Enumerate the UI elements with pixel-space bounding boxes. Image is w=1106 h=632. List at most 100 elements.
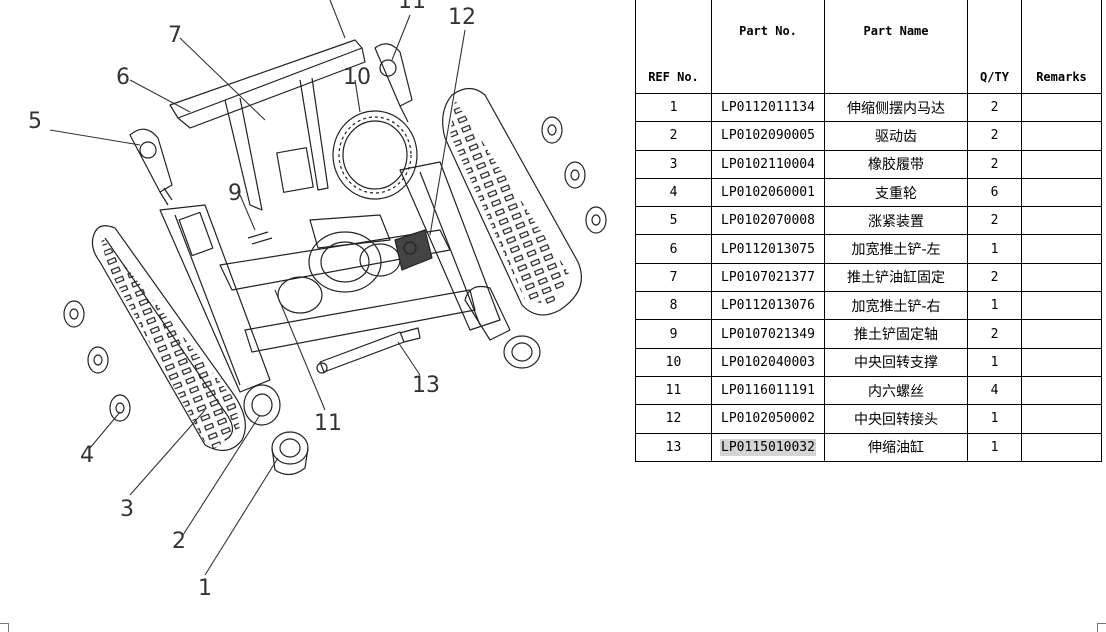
cell-part-no: LP0102110004 (711, 149, 825, 179)
left-track (91, 225, 246, 452)
header-qty: Q/TY (967, 0, 1022, 94)
cell-qty: 1 (967, 404, 1022, 434)
cell-part-name: 内六螺丝 (824, 375, 968, 406)
cell-part-name: 橡胶履带 (824, 149, 968, 179)
cell-remarks (1021, 291, 1102, 321)
cell-part-name: 伸缩侧摆内马达 (824, 92, 968, 123)
callout-13: 13 (412, 373, 440, 398)
cell-ref-no: 6 (635, 234, 712, 264)
callout-labels: 1 2 3 4 5 6 7 9 10 11 11 12 13 (28, 0, 476, 601)
cell-remarks (1021, 347, 1102, 377)
cell-part-name: 驱动齿 (824, 121, 968, 151)
cell-ref-no: 1 (635, 92, 712, 123)
cell-part-name: 推土铲油缸固定 (824, 262, 968, 293)
cell-ref-no: 13 (635, 432, 712, 462)
cross-beams (219, 229, 476, 353)
cell-part-name: 涨紧装置 (824, 206, 968, 236)
road-rollers-left (63, 300, 131, 422)
cell-qty: 6 (967, 177, 1022, 208)
cell-ref-no: 11 (635, 375, 712, 406)
table-header-row: REF No. Part No. Part Name Q/TY Remarks (635, 0, 1102, 94)
header-part-name: Part Name (824, 0, 968, 94)
cell-part-name: 加宽推土铲-右 (824, 291, 968, 321)
cell-ref-no: 3 (635, 149, 712, 179)
cell-part-no: LP0102050002 (711, 404, 825, 434)
header-remarks: Remarks (1021, 0, 1102, 94)
tensioner-left (129, 128, 173, 206)
right-track (442, 87, 582, 316)
cell-qty: 2 (967, 121, 1022, 151)
cell-part-name: 加宽推土铲-左 (824, 234, 968, 264)
left-frame (159, 204, 271, 393)
cell-part-no: LP0102060001 (711, 177, 825, 208)
callout-6: 6 (116, 65, 130, 90)
cell-part-name: 伸缩油缸 (824, 432, 968, 462)
cell-ref-no: 8 (635, 291, 712, 321)
dozer-blade (169, 39, 366, 211)
cell-qty: 4 (967, 375, 1022, 406)
cell-remarks (1021, 432, 1102, 462)
cell-part-no: LP0102090005 (711, 121, 825, 151)
cell-part-no: LP0102070008 (711, 206, 825, 236)
cell-qty: 2 (967, 319, 1022, 349)
cell-qty: 1 (967, 432, 1022, 462)
callout-7: 7 (168, 23, 182, 48)
cell-ref-no: 9 (635, 319, 712, 349)
header-part-no: Part No. (711, 0, 825, 94)
cell-part-no: LP0112013076 (711, 291, 825, 321)
cell-part-no: LP0115010032 (711, 432, 825, 462)
cell-ref-no: 7 (635, 262, 712, 293)
cell-qty: 2 (967, 92, 1022, 123)
cell-remarks (1021, 177, 1102, 208)
road-rollers-right (541, 116, 607, 234)
cell-part-name: 中央回转支撑 (824, 347, 968, 377)
cell-ref-no: 10 (635, 347, 712, 377)
cell-remarks (1021, 92, 1102, 123)
callout-12: 12 (448, 5, 476, 30)
cell-ref-no: 12 (635, 404, 712, 434)
cell-remarks (1021, 404, 1102, 434)
cell-remarks (1021, 375, 1102, 406)
cell-qty: 2 (967, 149, 1022, 179)
cell-ref-no: 4 (635, 177, 712, 208)
cell-part-no: LP0107021377 (711, 262, 825, 293)
swivel-housing (308, 214, 391, 293)
callout-1: 1 (198, 576, 212, 601)
cell-part-name: 支重轮 (824, 177, 968, 208)
cell-remarks (1021, 262, 1102, 293)
cell-ref-no: 5 (635, 206, 712, 236)
callout-9: 9 (228, 181, 242, 206)
cell-part-no: LP0112013075 (711, 234, 825, 264)
callout-11-lower: 11 (314, 411, 342, 436)
selected-text-highlight[interactable]: LP0115010032 (720, 438, 816, 456)
right-frame (399, 161, 501, 331)
page-corner-mark (1097, 623, 1106, 632)
cell-remarks (1021, 149, 1102, 179)
page-corner-mark (0, 623, 9, 632)
cell-part-no: LP0116011191 (711, 375, 825, 406)
header-ref-no: REF No. (635, 0, 712, 94)
parts-list-table: REF No. Part No. Part Name Q/TY Remarks … (635, 0, 1102, 462)
sprocket-right (464, 285, 511, 341)
cell-remarks (1021, 206, 1102, 236)
drive-motor-left (271, 431, 309, 476)
leader-lines (49, 0, 466, 576)
tensioner-right (374, 43, 413, 123)
cell-qty: 1 (967, 234, 1022, 264)
slewing-ring (332, 110, 418, 200)
cell-qty: 1 (967, 291, 1022, 321)
callout-2: 2 (172, 529, 186, 554)
drive-motor-right (503, 335, 541, 369)
callout-11-upper: 11 (398, 0, 426, 14)
cell-part-name: 推土铲固定轴 (824, 319, 968, 349)
